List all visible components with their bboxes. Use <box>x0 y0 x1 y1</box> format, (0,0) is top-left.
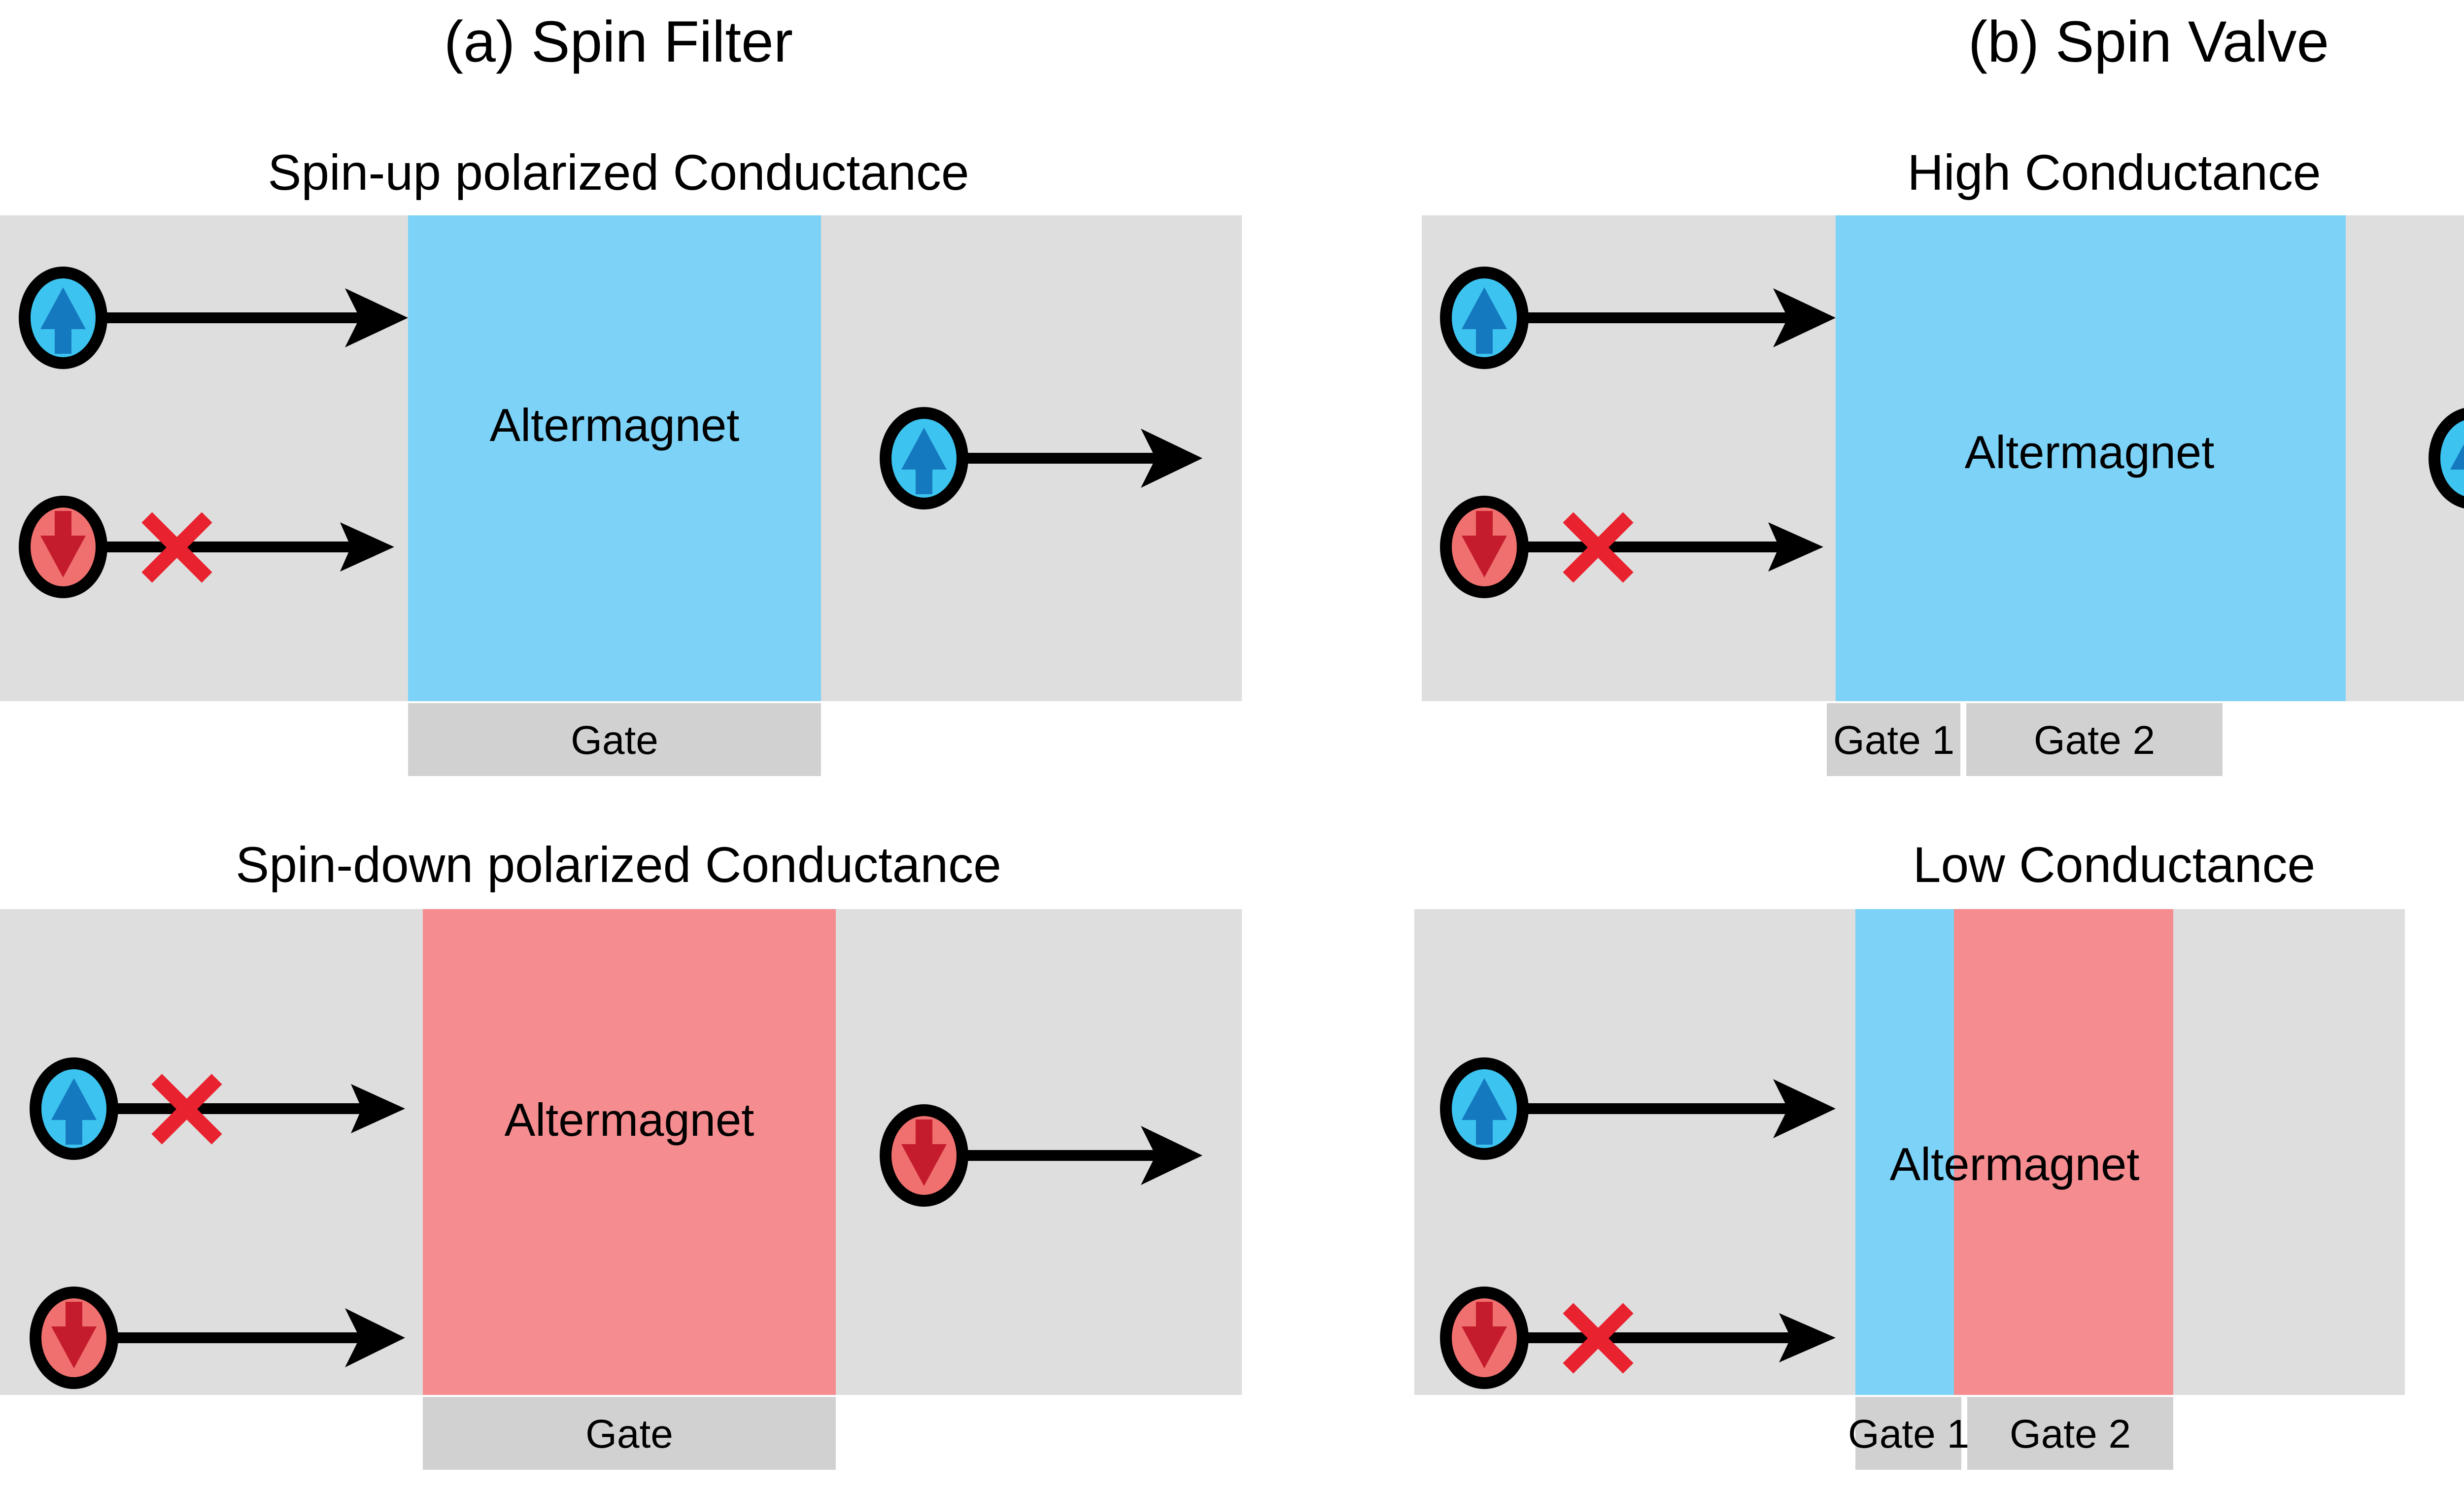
gate-1-label: Gate 1 <box>1848 1412 1969 1457</box>
blocked-x-icon <box>141 512 212 583</box>
spin-up-particle-out <box>2429 408 2464 509</box>
panel-spin-valve-high: Altermagnet Gate 1 Gate 2 <box>1422 215 2464 776</box>
row-title-a-top: Spin-up polarized Conductance <box>268 144 969 201</box>
altermagnet-label: Altermagnet <box>505 1094 754 1146</box>
altermagnet-label: Altermagnet <box>1890 1138 2140 1190</box>
spin-up-arrow-icon <box>51 1078 97 1145</box>
panel-spin-filter-down: Altermagnet Gate <box>0 909 1242 1470</box>
altermagnet-label: Altermagnet <box>1965 426 2215 478</box>
gate-bar <box>408 703 821 776</box>
transmission-arrow-up <box>104 288 408 347</box>
panel-a-title: (a) Spin Filter <box>444 9 793 74</box>
spin-down-arrow-icon <box>51 1302 97 1368</box>
panel-b-title: (b) Spin Valve <box>1968 9 2329 74</box>
panel-spin-filter-up: Altermagnet Gate <box>0 215 1242 776</box>
altermagnet-label: Altermagnet <box>490 399 740 451</box>
spin-up-arrow-icon <box>2450 444 2464 470</box>
blocked-arrow-up <box>115 1074 405 1145</box>
blocked-arrow-down <box>104 512 394 583</box>
altermagnet-region-blue <box>408 215 821 701</box>
arrow-head-icon <box>345 1308 405 1367</box>
spin-up-arrow-icon <box>1462 1078 1507 1145</box>
gate-2-label: Gate 2 <box>2010 1412 2131 1457</box>
transmission-arrow-down <box>115 1308 405 1367</box>
row-title-b-top: High Conductance <box>1907 144 2321 201</box>
spin-up-arrow-icon <box>40 287 86 354</box>
spin-down-particle-in <box>19 496 107 598</box>
spin-down-particle-in <box>1440 1287 1529 1389</box>
arrow-head-icon <box>351 1084 405 1133</box>
spin-down-particle-in <box>30 1287 118 1389</box>
spin-up-arrow-icon <box>1462 287 1507 354</box>
spin-down-particle-out <box>880 1104 968 1207</box>
gate-bar-2 <box>1967 1397 2173 1470</box>
gate-bar-1 <box>1827 703 1960 776</box>
arrow-head-icon <box>1768 522 1823 572</box>
spin-up-arrow-icon <box>901 428 947 494</box>
altermagnet-region-blue <box>1836 215 2346 701</box>
arrow-head-icon <box>1141 429 1202 488</box>
spin-up-particle-in <box>19 267 107 369</box>
transmission-arrow-up <box>1526 1079 1836 1138</box>
spin-down-arrow-icon <box>40 511 86 577</box>
spin-down-arrow-icon <box>901 1119 947 1186</box>
arrow-head-icon <box>1773 288 1836 347</box>
spin-circle <box>2429 408 2464 509</box>
spin-down-particle-in <box>1440 496 1529 598</box>
gate-2-label: Gate 2 <box>2034 718 2155 763</box>
gate-bar-2 <box>1966 703 2223 776</box>
altermagnet-region-pink <box>1954 909 2173 1395</box>
gate-label: Gate <box>571 718 658 763</box>
gate-bar-1 <box>1855 1397 1961 1470</box>
spin-up-particle-in <box>1440 267 1529 369</box>
gate-bar <box>423 1397 836 1470</box>
blocked-x-icon <box>1563 1303 1634 1374</box>
blocked-x-icon <box>1563 512 1634 583</box>
transmission-arrow-up <box>1526 288 1836 347</box>
blocked-arrow-down <box>1526 1303 1836 1374</box>
arrow-head-icon <box>340 522 394 572</box>
arrow-head-icon <box>1773 1079 1836 1138</box>
output-arrow-down <box>965 1126 1202 1185</box>
altermagnet-region-pink <box>423 909 836 1395</box>
row-title-a-bottom: Spin-down polarized Conductance <box>236 837 1001 893</box>
row-title-b-bottom: Low Conductance <box>1913 837 2316 893</box>
output-arrow-up <box>965 429 1202 488</box>
spin-down-arrow-icon <box>1462 511 1507 577</box>
arrow-head-icon <box>345 288 408 347</box>
blocked-arrow-down <box>1526 512 1823 583</box>
altermagnet-region-blue <box>1855 909 1954 1395</box>
spin-up-particle-in <box>1440 1057 1529 1160</box>
spin-down-arrow-icon <box>1462 1302 1507 1368</box>
gate-1-label: Gate 1 <box>1833 718 1954 763</box>
gate-label: Gate <box>585 1412 673 1457</box>
arrow-head-icon <box>1141 1126 1202 1185</box>
blocked-x-icon <box>151 1074 222 1145</box>
arrow-head-icon <box>1779 1313 1836 1362</box>
panel-spin-valve-low: Altermagnet Gate 1 Gate 2 <box>1414 909 2405 1470</box>
spin-up-particle-in <box>30 1057 118 1160</box>
spin-up-particle-out <box>880 407 968 509</box>
